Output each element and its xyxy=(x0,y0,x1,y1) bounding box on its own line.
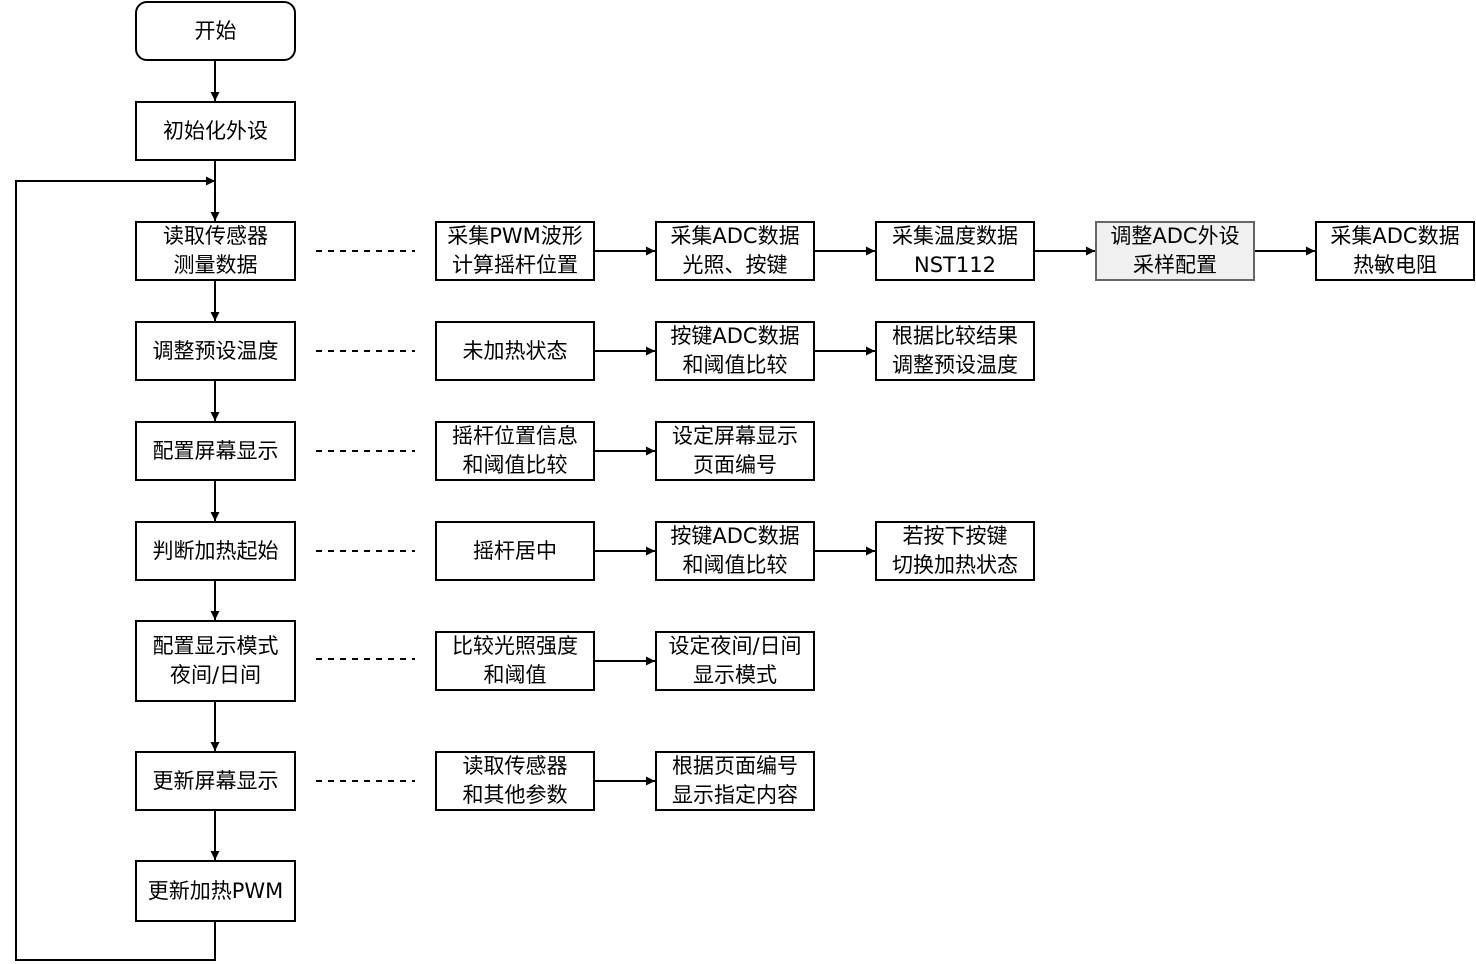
detail-joystick-compare: 摇杆位置信息 和阈值比较 xyxy=(435,421,595,481)
detail-label: 按键ADC数据 和阈值比较 xyxy=(670,324,800,377)
step-heating-start-check: 判断加热起始 xyxy=(135,521,296,581)
step-config-screen: 配置屏幕显示 xyxy=(135,421,296,481)
detail-key-adc-compare-2: 按键ADC数据 和阈值比较 xyxy=(655,521,815,581)
step-label: 初始化外设 xyxy=(163,118,268,143)
detail-set-page-number: 设定屏幕显示 页面编号 xyxy=(655,421,815,481)
detail-compare-light: 比较光照强度 和阈值 xyxy=(435,631,595,691)
detail-label: 采集ADC数据 光照、按键 xyxy=(670,224,800,277)
detail-label: 未加热状态 xyxy=(462,338,568,363)
detail-toggle-heating: 若按下按键 切换加热状态 xyxy=(875,521,1035,581)
detail-label: 摇杆位置信息 和阈值比较 xyxy=(452,424,578,477)
step-init-peripherals: 初始化外设 xyxy=(135,101,296,161)
detail-label: 读取传感器 和其他参数 xyxy=(462,754,568,807)
detail-label: 摇杆居中 xyxy=(473,538,557,563)
step-update-screen: 更新屏幕显示 xyxy=(135,751,296,811)
step-read-sensors: 读取传感器 测量数据 xyxy=(135,221,296,281)
detail-label: 根据页面编号 显示指定内容 xyxy=(672,754,798,807)
step-label: 配置屏幕显示 xyxy=(152,438,279,463)
step-label: 更新屏幕显示 xyxy=(152,768,279,793)
detail-label: 设定夜间/日间 显示模式 xyxy=(668,634,802,687)
detail-joystick-centered: 摇杆居中 xyxy=(435,521,595,581)
step-label: 调整预设温度 xyxy=(152,338,279,363)
start-label: 开始 xyxy=(194,18,237,43)
detail-label: 调整ADC外设 采样配置 xyxy=(1110,224,1240,277)
detail-label: 比较光照强度 和阈值 xyxy=(452,634,578,687)
detail-label: 根据比较结果 调整预设温度 xyxy=(892,324,1018,377)
detail-label: 采集ADC数据 热敏电阻 xyxy=(1330,224,1460,277)
detail-adjust-adc-config: 调整ADC外设 采样配置 xyxy=(1095,221,1255,281)
step-config-display-mode: 配置显示模式 夜间/日间 xyxy=(135,620,296,702)
step-label: 更新加热PWM xyxy=(147,878,284,903)
detail-sample-pwm: 采集PWM波形 计算摇杆位置 xyxy=(435,221,595,281)
loop-back-arrow xyxy=(15,176,216,961)
detail-not-heating: 未加热状态 xyxy=(435,321,595,381)
step-label: 配置显示模式 夜间/日间 xyxy=(152,634,279,687)
detail-key-adc-compare: 按键ADC数据 和阈值比较 xyxy=(655,321,815,381)
detail-label: 采集PWM波形 计算摇杆位置 xyxy=(447,224,583,277)
step-label: 判断加热起始 xyxy=(152,538,279,563)
detail-label: 采集温度数据 NST112 xyxy=(892,224,1018,277)
step-adjust-preset-temp: 调整预设温度 xyxy=(135,321,296,381)
detail-adjust-by-result: 根据比较结果 调整预设温度 xyxy=(875,321,1035,381)
step-update-heating-pwm: 更新加热PWM xyxy=(135,860,296,922)
detail-label: 若按下按键 切换加热状态 xyxy=(892,524,1018,577)
start-node: 开始 xyxy=(135,1,296,61)
detail-sample-temperature: 采集温度数据 NST112 xyxy=(875,221,1035,281)
detail-set-night-day-mode: 设定夜间/日间 显示模式 xyxy=(655,631,815,691)
step-label: 读取传感器 测量数据 xyxy=(163,224,268,277)
detail-label: 设定屏幕显示 页面编号 xyxy=(672,424,798,477)
detail-sample-adc-light-key: 采集ADC数据 光照、按键 xyxy=(655,221,815,281)
detail-label: 按键ADC数据 和阈值比较 xyxy=(670,524,800,577)
detail-sample-adc-thermistor: 采集ADC数据 热敏电阻 xyxy=(1315,221,1475,281)
detail-show-page-content: 根据页面编号 显示指定内容 xyxy=(655,751,815,811)
detail-read-sensors-params: 读取传感器 和其他参数 xyxy=(435,751,595,811)
